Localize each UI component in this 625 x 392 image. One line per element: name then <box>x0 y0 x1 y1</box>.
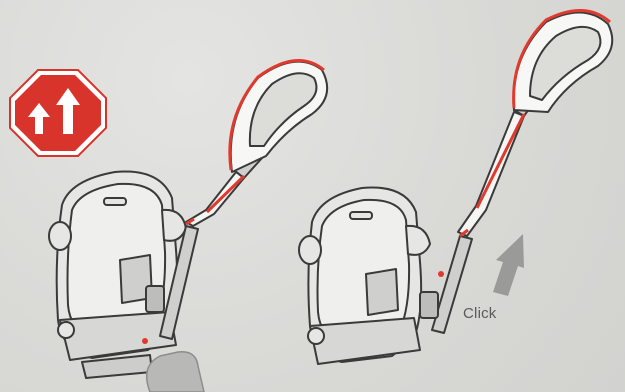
double-up-arrow-icon <box>10 70 106 156</box>
handle-right <box>420 12 612 333</box>
release-dot-right <box>438 271 444 277</box>
direction-arrow-icon <box>493 234 524 296</box>
car-seat-right <box>299 188 430 365</box>
release-dot-left <box>142 338 148 344</box>
hand-press <box>147 352 204 392</box>
car-seat-left <box>49 172 186 378</box>
click-label: Click <box>463 305 497 322</box>
